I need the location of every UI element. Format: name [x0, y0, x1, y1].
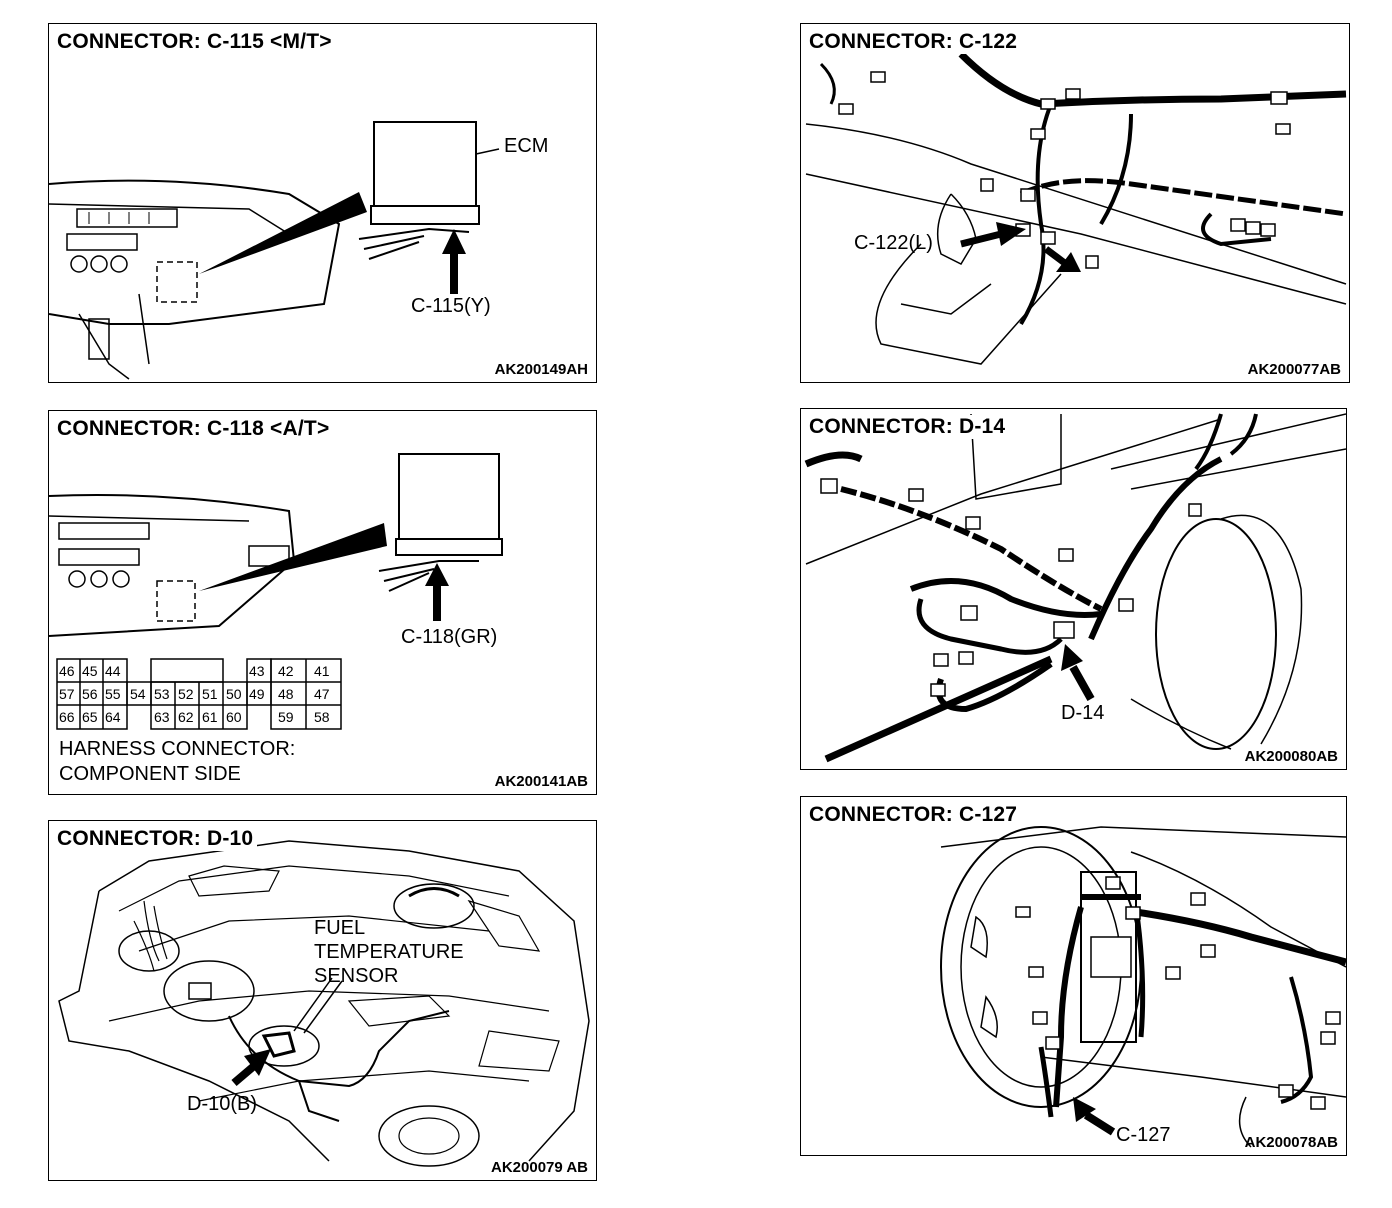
figure-code: AK200141AB: [494, 773, 588, 790]
pin-51: 51: [202, 686, 218, 702]
figure-code: AK200149AH: [494, 361, 588, 378]
figure-code: AK200077AB: [1247, 361, 1341, 378]
figure-code: AK200078AB: [1244, 1134, 1338, 1151]
pin-59: 59: [278, 709, 294, 725]
pin-62: 62: [178, 709, 194, 725]
panel-title: CONNECTOR: C-127: [809, 803, 1022, 827]
pin-65: 65: [82, 709, 98, 725]
pin-44: 44: [105, 663, 121, 679]
c122-illustration: [805, 51, 1347, 365]
harness-label-line2: COMPONENT SIDE: [59, 763, 241, 785]
panel-c127: CONNECTOR: C-127 C-127 AK200078AB: [800, 796, 1347, 1156]
panel-d10: CONNECTOR: D-10 FUEL TEMPERATURE SENSOR …: [48, 820, 597, 1181]
pin-56: 56: [82, 686, 98, 702]
panel-title: CONNECTOR: D-10: [57, 827, 258, 851]
panel-d14: CONNECTOR: D-14 D-14 AK200080AB: [800, 408, 1347, 770]
pin-54: 54: [130, 686, 146, 702]
panel-title: CONNECTOR: C-118 <A/T>: [57, 417, 334, 441]
pin-47: 47: [314, 686, 330, 702]
sensor-label-line2: TEMPERATURE: [314, 941, 464, 963]
pin-53: 53: [154, 686, 170, 702]
figure-code: AK200080AB: [1244, 748, 1338, 765]
d10-illustration: [58, 840, 590, 1167]
c115-illustration: [49, 121, 500, 380]
panel-title: CONNECTOR: D-14: [809, 415, 1010, 439]
connector-label: D-10(B): [187, 1093, 258, 1115]
pinout-grid: [56, 658, 342, 730]
pin-61: 61: [202, 709, 218, 725]
panel-c122: CONNECTOR: C-122 C-122(L) AK200077AB: [800, 23, 1350, 383]
connector-label: D-14: [1061, 702, 1105, 724]
ecm-label: ECM: [504, 135, 549, 157]
connector-label: C-122(L): [854, 232, 933, 254]
panel-c118: CONNECTOR: C-118 <A/T> C-118(GR): [48, 410, 597, 795]
pin-52: 52: [178, 686, 194, 702]
connector-label: C-115(Y): [411, 295, 491, 317]
connector-label: C-118(GR): [401, 626, 498, 648]
pin-58: 58: [314, 709, 330, 725]
pin-55: 55: [105, 686, 121, 702]
harness-connector-pinout: 46 45 44 43 42 41 57 56 55 54 53 52 51 5…: [55, 657, 345, 733]
figure-code: AK200079 AB: [491, 1159, 588, 1176]
pin-42: 42: [278, 663, 294, 679]
pin-48: 48: [278, 686, 294, 702]
pin-50: 50: [226, 686, 242, 702]
c127-illustration: [940, 826, 1346, 1148]
pin-57: 57: [59, 686, 75, 702]
pin-49: 49: [249, 686, 265, 702]
sensor-label-line3: SENSOR: [314, 965, 399, 987]
connector-label: C-127: [1116, 1124, 1171, 1146]
panel-title: CONNECTOR: C-122: [809, 30, 1022, 54]
pin-60: 60: [226, 709, 242, 725]
pin-64: 64: [105, 709, 121, 725]
panel-title: CONNECTOR: C-115 <M/T>: [57, 30, 336, 54]
c118-illustration: [49, 453, 503, 637]
sensor-label-line1: FUEL: [314, 917, 366, 939]
pin-45: 45: [82, 663, 98, 679]
pin-63: 63: [154, 709, 170, 725]
pin-43: 43: [249, 663, 265, 679]
pin-41: 41: [314, 663, 330, 679]
panel-c115: CONNECTOR: C-115 <M/T> ECM C-115(Y) AK20…: [48, 23, 597, 383]
pin-46: 46: [59, 663, 75, 679]
pin-66: 66: [59, 709, 75, 725]
d14-illustration: [804, 413, 1346, 763]
harness-label-line1: HARNESS CONNECTOR:: [59, 738, 296, 760]
